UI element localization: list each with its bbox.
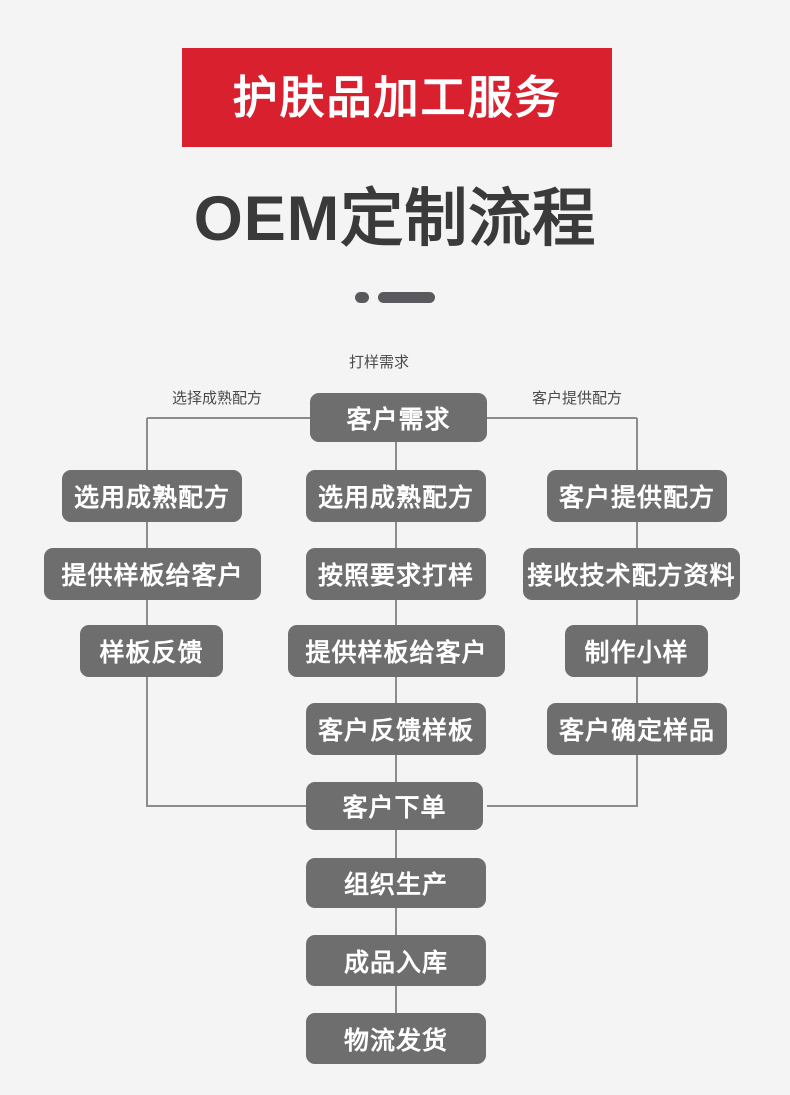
flow-node-right-2[interactable]: 接收技术配方资料: [523, 548, 740, 600]
flow-node-center-4[interactable]: 客户反馈样板: [306, 703, 486, 755]
divider-dot-icon: [355, 291, 369, 303]
flow-node-right-1[interactable]: 客户提供配方: [547, 470, 727, 522]
divider-bar-icon: [378, 291, 435, 303]
banner: 护肤品加工服务: [182, 48, 612, 147]
banner-text: 护肤品加工服务: [232, 72, 562, 123]
page-title: OEM定制流程: [193, 184, 597, 254]
title-divider: [0, 290, 790, 304]
flow-node-right-4[interactable]: 客户确定样品: [547, 703, 727, 755]
flow-node-trunk-4[interactable]: 物流发货: [306, 1013, 486, 1064]
flow-node-trunk-3[interactable]: 成品入库: [306, 935, 486, 986]
flow-node-left-2[interactable]: 提供样板给客户: [44, 548, 261, 600]
flow-node-trunk-2[interactable]: 组织生产: [306, 858, 486, 908]
flow-node-left-3[interactable]: 样板反馈: [80, 625, 223, 677]
flow-node-center-3[interactable]: 提供样板给客户: [288, 625, 505, 677]
edge-label-right: 客户提供配方: [532, 390, 623, 407]
edge-label-top: 打样需求: [349, 354, 410, 371]
flow-node-root[interactable]: 客户需求: [310, 393, 487, 442]
flow-node-trunk-1[interactable]: 客户下单: [306, 782, 483, 830]
flow-node-left-1[interactable]: 选用成熟配方: [62, 470, 242, 522]
edge-label-left: 选择成熟配方: [172, 390, 263, 407]
flow-node-center-1[interactable]: 选用成熟配方: [306, 470, 486, 522]
flow-node-right-3[interactable]: 制作小样: [565, 625, 708, 677]
flow-node-center-2[interactable]: 按照要求打样: [306, 548, 486, 600]
